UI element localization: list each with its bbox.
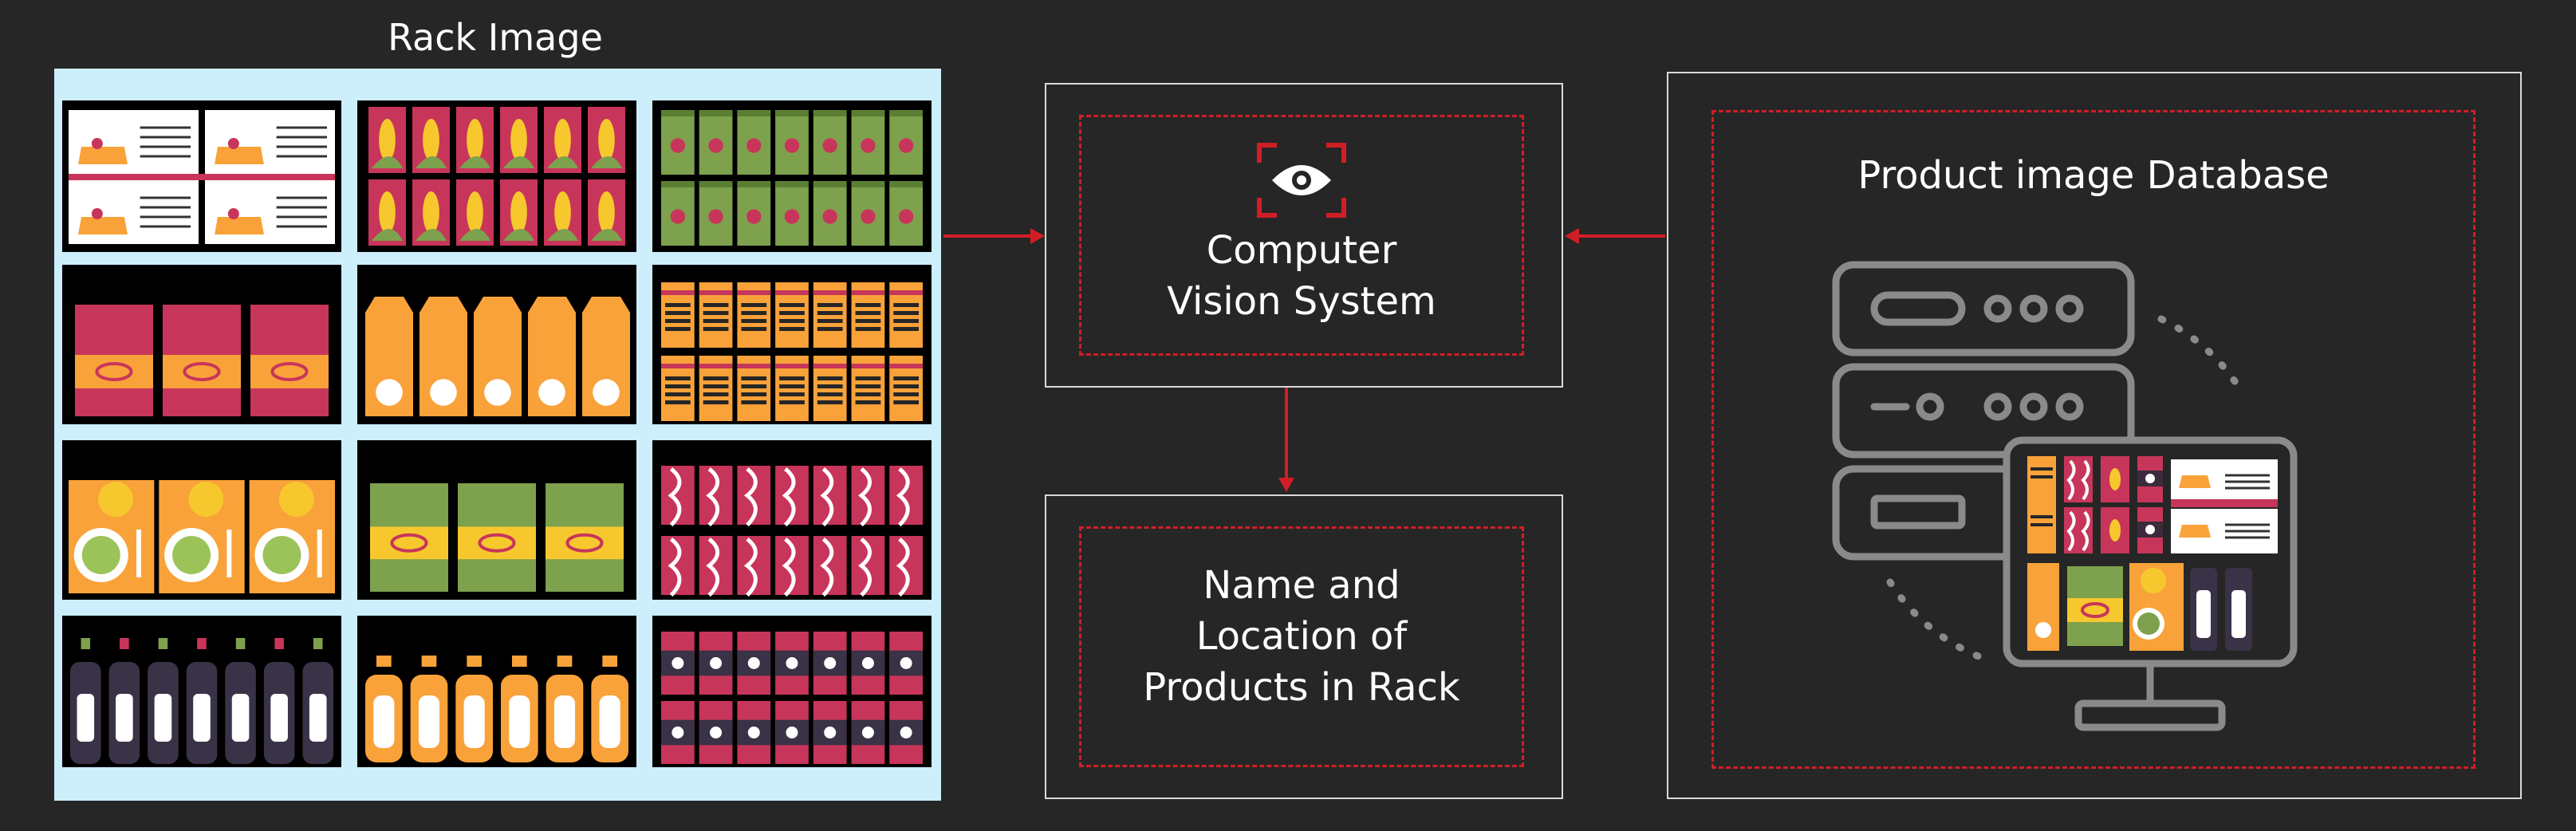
shelf-dark-bottle — [62, 616, 341, 767]
eye-focus-icon — [1257, 143, 1346, 218]
rack-image — [54, 69, 941, 801]
output-dashed-border — [1079, 526, 1524, 767]
cv-system-label-line2: Vision System — [1167, 279, 1436, 324]
server-monitor-icon — [1832, 261, 2298, 731]
database-dashed-border — [1711, 110, 2476, 769]
shelf-green-snack-bag — [357, 440, 636, 600]
shelf-wave-red-box — [652, 440, 932, 600]
rack-shelves — [62, 100, 932, 767]
output-label-line3: Products in Rack — [1143, 665, 1460, 710]
shelf-green-carton — [652, 100, 932, 252]
arrowhead-db-to-cv — [1565, 228, 1579, 244]
cv-system-label-line1: Computer — [1206, 228, 1397, 273]
output-label-line2: Location of — [1195, 614, 1408, 659]
output-label-line1: Name and — [1203, 563, 1400, 608]
shelf-salad-box — [62, 440, 341, 600]
shelf-dot-pink-box — [652, 616, 932, 767]
arrowhead-rack-to-cv — [1030, 228, 1045, 244]
cv-system-box — [1045, 83, 1563, 388]
shelf-cake-box — [62, 100, 341, 252]
output-box — [1045, 494, 1563, 799]
arrowhead-cv-to-output — [1278, 478, 1294, 492]
shelf-orange-carton — [357, 265, 636, 424]
database-box — [1667, 72, 2522, 799]
shelf-corn-can — [357, 100, 636, 252]
cv-system-dashed-border — [1079, 115, 1524, 356]
shelf-striped-orange-box — [652, 265, 932, 424]
database-title: Product image Database — [1857, 153, 2330, 198]
shelf-red-snack-bag — [62, 265, 341, 424]
shelf-orange-bottle — [357, 616, 636, 767]
rack-image-title: Rack Image — [349, 6, 641, 69]
monitor-product-thumbnails — [2027, 456, 2278, 651]
